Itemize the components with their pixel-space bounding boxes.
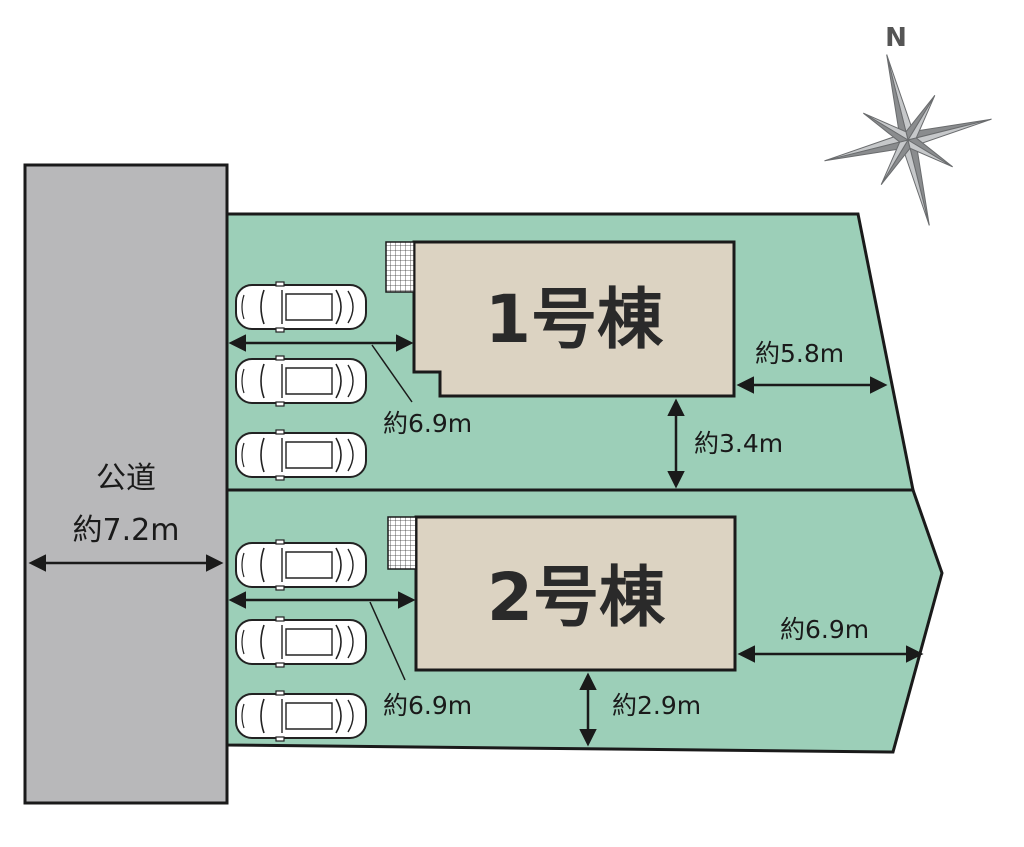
parking-car xyxy=(235,281,367,333)
lot2-south-setback-label: 約2.9m xyxy=(612,691,701,720)
lot1-east-setback-label: 約5.8m xyxy=(755,339,844,368)
outdoor-unit-grid-1 xyxy=(385,241,415,293)
parking-car xyxy=(235,539,367,591)
building-2-label: 2号棟 xyxy=(487,559,666,636)
parking-car xyxy=(235,355,367,407)
lot2-east-setback-label: 約6.9m xyxy=(780,615,869,644)
lot1-south-setback-label: 約3.4m xyxy=(694,429,783,458)
lot1-parking-depth-label: 約6.9m xyxy=(383,409,472,438)
building-2 xyxy=(414,515,737,672)
compass-rose xyxy=(824,54,992,226)
parking-car xyxy=(235,616,367,668)
outdoor-unit-grid-2 xyxy=(387,516,417,570)
lot1-leader-line xyxy=(371,344,413,403)
lot2-leader-line xyxy=(369,601,406,681)
road-width-label: 約7.2m xyxy=(73,513,180,548)
lot2-parking-depth-label: 約6.9m xyxy=(383,691,472,720)
parking-car xyxy=(235,690,367,742)
building-1 xyxy=(412,240,736,398)
road-label: 公道 xyxy=(96,461,156,496)
parking-car xyxy=(235,429,367,481)
building-1-label: 1号棟 xyxy=(485,281,664,358)
compass-north-label: N xyxy=(885,23,907,53)
public-road xyxy=(23,163,229,805)
